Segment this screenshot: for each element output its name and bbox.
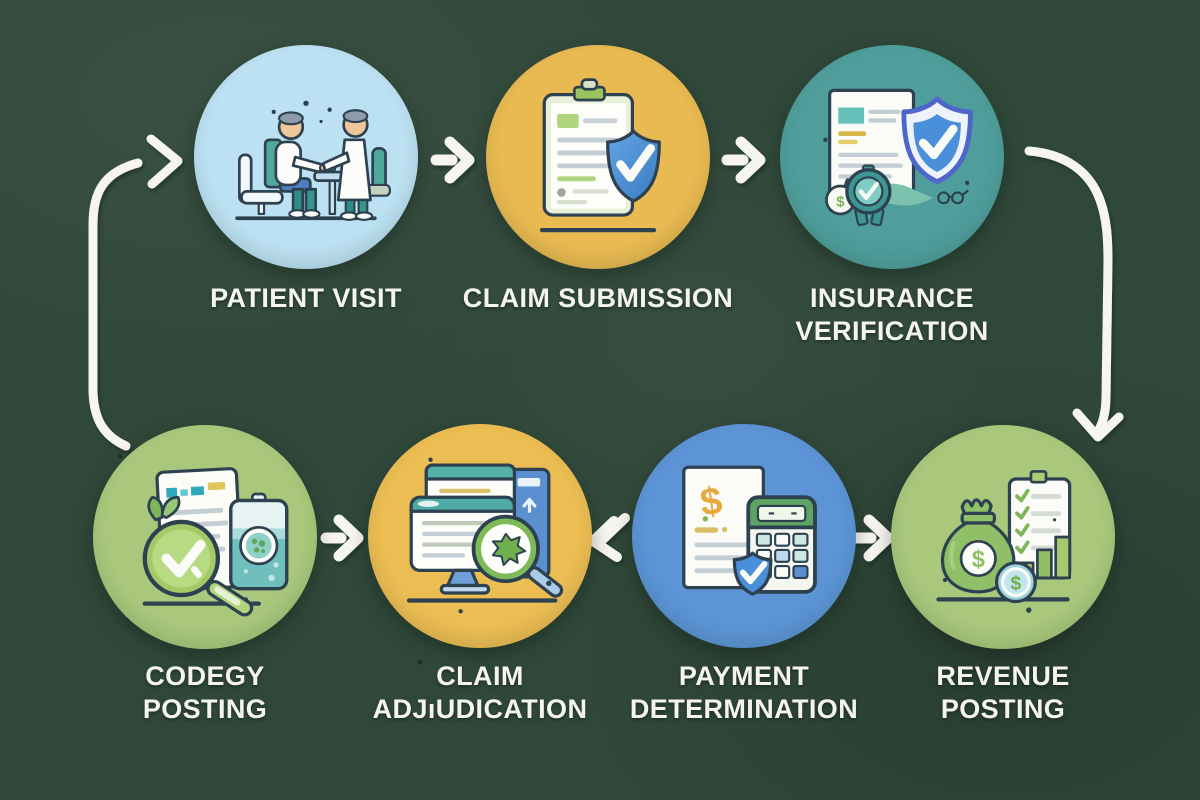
label-line: REVENUE <box>936 661 1070 691</box>
document-magnifier-check-icon <box>142 467 289 617</box>
moneybag-dollar-glyph: $ <box>972 547 985 573</box>
label-line: POSTING <box>940 694 1066 724</box>
moneybag-checklist-chart-icon: $ $ <box>936 470 1072 613</box>
label-line: CLAIM <box>436 661 524 691</box>
payment-determination-circle: $ <box>632 424 856 648</box>
doctor-patient-consultation-icon <box>235 100 391 221</box>
patient-visit-circle <box>194 45 418 269</box>
claim-submission-circle <box>486 45 710 269</box>
revenue-posting-label: REVENUE POSTING <box>833 660 1173 726</box>
payment-determination-label: PAYMENT DETERMINATION <box>574 660 914 726</box>
insurance-verification-circle: $ <box>780 45 1004 269</box>
label-line: INSURANCE <box>809 283 975 313</box>
clipboard-shield-check-icon <box>539 78 661 233</box>
label-line: PATIENT VISIT <box>210 283 402 313</box>
coding-posting-circle <box>93 425 317 649</box>
label-line: PAYMENT <box>678 661 810 691</box>
arrow-coding-to-adjudication <box>320 514 364 562</box>
moneybag-dollar-glyph: $ <box>836 193 845 210</box>
label-line: DETERMINATION <box>629 694 859 724</box>
arrow-payment-to-revenue <box>850 514 894 562</box>
label-line: POSTING <box>142 694 268 724</box>
document-shield-badge-icon: $ <box>823 88 973 227</box>
patient-visit-label: PATIENT VISIT <box>136 282 476 315</box>
claim-submission-label: CLAIM SUBMISSION <box>428 282 768 315</box>
claim-adjudication-label: CLAIM ADJıUDICATION <box>310 660 650 726</box>
label-line: ADJıUDICATION <box>372 694 588 724</box>
label-line: CODEGY <box>145 661 265 691</box>
label-line: VERIFICATION <box>795 316 989 346</box>
insurance-verification-label: INSURANCE VERIFICATION <box>722 282 1062 348</box>
revenue-posting-circle: $ $ <box>891 425 1115 649</box>
arrow-claim-submission-to-insurance-verification <box>721 136 766 184</box>
invoice-calculator-shield-icon: $ <box>682 465 817 596</box>
label-line: CLAIM SUBMISSION <box>462 283 734 313</box>
claim-adjudication-circle <box>368 424 592 648</box>
arrow-patient-visit-to-claim-submission <box>430 136 475 184</box>
coin-dollar-glyph: $ <box>1011 573 1022 595</box>
coding-posting-label: CODEGY POSTING <box>35 660 375 726</box>
monitors-magnifier-stamp-icon <box>406 457 564 614</box>
arrow-payment-to-adjudication <box>588 513 630 562</box>
